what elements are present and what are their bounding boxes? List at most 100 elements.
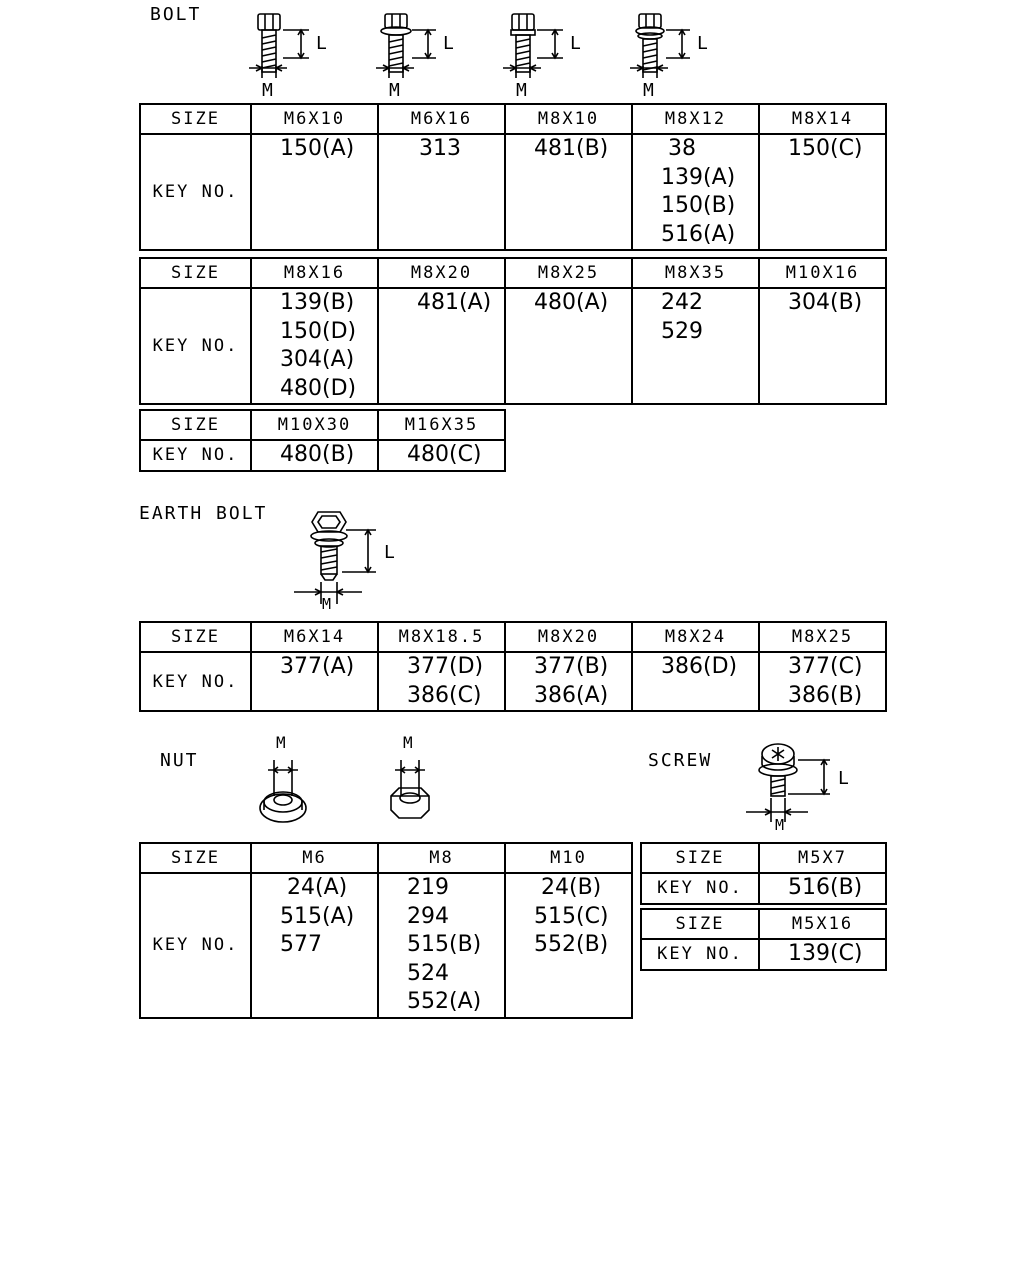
size-header: SIZE bbox=[139, 842, 252, 874]
key-cell: 150(C) bbox=[758, 133, 887, 251]
size-cell: M8X10 bbox=[504, 103, 633, 135]
earth-bolt-icon bbox=[294, 511, 376, 604]
size-cell: M6X10 bbox=[250, 103, 379, 135]
size-cell: M10X30 bbox=[250, 409, 379, 441]
screw-table-2: SIZE M5X16 KEY NO. 139(C) bbox=[640, 908, 887, 971]
size-cell: M6 bbox=[250, 842, 379, 874]
screw-section-title: SCREW bbox=[648, 750, 713, 771]
spring-washer-bolt-icon bbox=[630, 13, 690, 78]
size-cell: M8X16 bbox=[250, 257, 379, 289]
key-cell: 481(B) bbox=[504, 133, 633, 251]
size-row: SIZE M5X16 bbox=[640, 908, 887, 940]
bolt1-length-label: L bbox=[316, 33, 329, 54]
nut1-diameter-label: M bbox=[276, 733, 288, 752]
size-row: SIZE M5X7 bbox=[640, 842, 887, 874]
washer-bolt-icon bbox=[503, 13, 563, 78]
key-cell: 481(A) bbox=[377, 287, 506, 405]
bolt2-length-label: L bbox=[443, 33, 456, 54]
key-cell: 313 bbox=[377, 133, 506, 251]
key-cell: 24(B)515(C)552(B) bbox=[504, 872, 633, 1019]
size-cell: M8X25 bbox=[504, 257, 633, 289]
size-header: SIZE bbox=[139, 621, 252, 653]
earth-bolt-table: SIZE M6X14 M8X18.5 M8X20 M8X24 M8X25 KEY… bbox=[139, 621, 887, 712]
size-header: SIZE bbox=[139, 409, 252, 441]
key-row: KEY NO. 480(B) 480(C) bbox=[139, 439, 506, 472]
bolt4-diameter-label: M bbox=[643, 80, 656, 101]
size-cell: M8X20 bbox=[504, 621, 633, 653]
key-header: KEY NO. bbox=[139, 651, 252, 712]
size-cell: M8X35 bbox=[631, 257, 760, 289]
size-cell: M6X14 bbox=[250, 621, 379, 653]
size-row: SIZE M10X30 M16X35 bbox=[139, 409, 506, 441]
key-cell: 139(B)150(D)304(A)480(D) bbox=[250, 287, 379, 405]
size-cell: M6X16 bbox=[377, 103, 506, 135]
flange-bolt-icon bbox=[376, 13, 436, 78]
key-header: KEY NO. bbox=[640, 938, 760, 971]
size-row: SIZE M8X16 M8X20 M8X25 M8X35 M10X16 bbox=[139, 257, 887, 289]
earth-bolt-length-label: L bbox=[384, 542, 397, 563]
screw-diameter-label: M bbox=[775, 816, 787, 834]
earth-bolt-section-title: EARTH BOLT bbox=[139, 503, 268, 524]
size-cell: M5X7 bbox=[758, 842, 887, 874]
bolt-table-3: SIZE M10X30 M16X35 KEY NO. 480(B) 480(C) bbox=[139, 409, 506, 472]
key-cell: 377(D)386(C) bbox=[377, 651, 506, 712]
key-row: KEY NO. 139(B)150(D)304(A)480(D) 481(A) … bbox=[139, 287, 887, 405]
bolt4-length-label: L bbox=[697, 33, 710, 54]
bolt-table-2: SIZE M8X16 M8X20 M8X25 M8X35 M10X16 KEY … bbox=[139, 257, 887, 405]
key-header: KEY NO. bbox=[640, 872, 760, 905]
size-cell: M8X12 bbox=[631, 103, 760, 135]
bolt3-length-label: L bbox=[570, 33, 583, 54]
bolt-drawings bbox=[249, 13, 690, 78]
key-cell: 480(B) bbox=[250, 439, 379, 472]
key-cell: 150(A) bbox=[250, 133, 379, 251]
bolt1-diameter-label: M bbox=[262, 80, 275, 101]
nut-drawings bbox=[259, 760, 430, 823]
key-cell: 24(A)515(A)577 bbox=[250, 872, 379, 1019]
earth-bolt-diameter-label: M bbox=[322, 595, 334, 613]
nut-table: SIZE M6 M8 M10 KEY NO. 24(A)515(A)577 21… bbox=[139, 842, 633, 1019]
bolt-section-title: BOLT bbox=[150, 4, 202, 25]
key-cell: 377(B)386(A) bbox=[504, 651, 633, 712]
bolt3-diameter-label: M bbox=[516, 80, 529, 101]
size-cell: M10 bbox=[504, 842, 633, 874]
key-cell: 304(B) bbox=[758, 287, 887, 405]
key-row: KEY NO. 377(A) 377(D)386(C) 377(B)386(A)… bbox=[139, 651, 887, 712]
bolt-table-1: SIZE M6X10 M6X16 M8X10 M8X12 M8X14 KEY N… bbox=[139, 103, 887, 251]
size-cell: M8X18.5 bbox=[377, 621, 506, 653]
hex-bolt-icon bbox=[249, 13, 309, 78]
key-cell: 139(C) bbox=[758, 938, 887, 971]
size-row: SIZE M6X14 M8X18.5 M8X20 M8X24 M8X25 bbox=[139, 621, 887, 653]
size-cell: M10X16 bbox=[758, 257, 887, 289]
key-cell: 377(A) bbox=[250, 651, 379, 712]
size-row: SIZE M6 M8 M10 bbox=[139, 842, 633, 874]
size-cell: M8X25 bbox=[758, 621, 887, 653]
size-cell: M8X20 bbox=[377, 257, 506, 289]
size-cell: M16X35 bbox=[377, 409, 506, 441]
key-header: KEY NO. bbox=[139, 133, 252, 251]
flange-nut-icon bbox=[259, 760, 307, 823]
size-cell: M8X24 bbox=[631, 621, 760, 653]
size-header: SIZE bbox=[139, 103, 252, 135]
size-row: SIZE M6X10 M6X16 M8X10 M8X12 M8X14 bbox=[139, 103, 887, 135]
key-row: KEY NO. 139(C) bbox=[640, 938, 887, 971]
key-header: KEY NO. bbox=[139, 287, 252, 405]
nut-section-title: NUT bbox=[160, 750, 199, 771]
size-cell: M5X16 bbox=[758, 908, 887, 940]
size-header: SIZE bbox=[640, 908, 760, 940]
nut2-diameter-label: M bbox=[403, 733, 415, 752]
size-header: SIZE bbox=[139, 257, 252, 289]
key-cell: 480(A) bbox=[504, 287, 633, 405]
screw-table-1: SIZE M5X7 KEY NO. 516(B) bbox=[640, 842, 887, 905]
key-header: KEY NO. bbox=[139, 872, 252, 1019]
screw-length-label: L bbox=[838, 768, 851, 789]
key-cell: 516(B) bbox=[758, 872, 887, 905]
screw-icon bbox=[746, 743, 830, 822]
key-cell: 377(C)386(B) bbox=[758, 651, 887, 712]
size-cell: M8 bbox=[377, 842, 506, 874]
key-header: KEY NO. bbox=[139, 439, 252, 472]
key-row: KEY NO. 516(B) bbox=[640, 872, 887, 905]
